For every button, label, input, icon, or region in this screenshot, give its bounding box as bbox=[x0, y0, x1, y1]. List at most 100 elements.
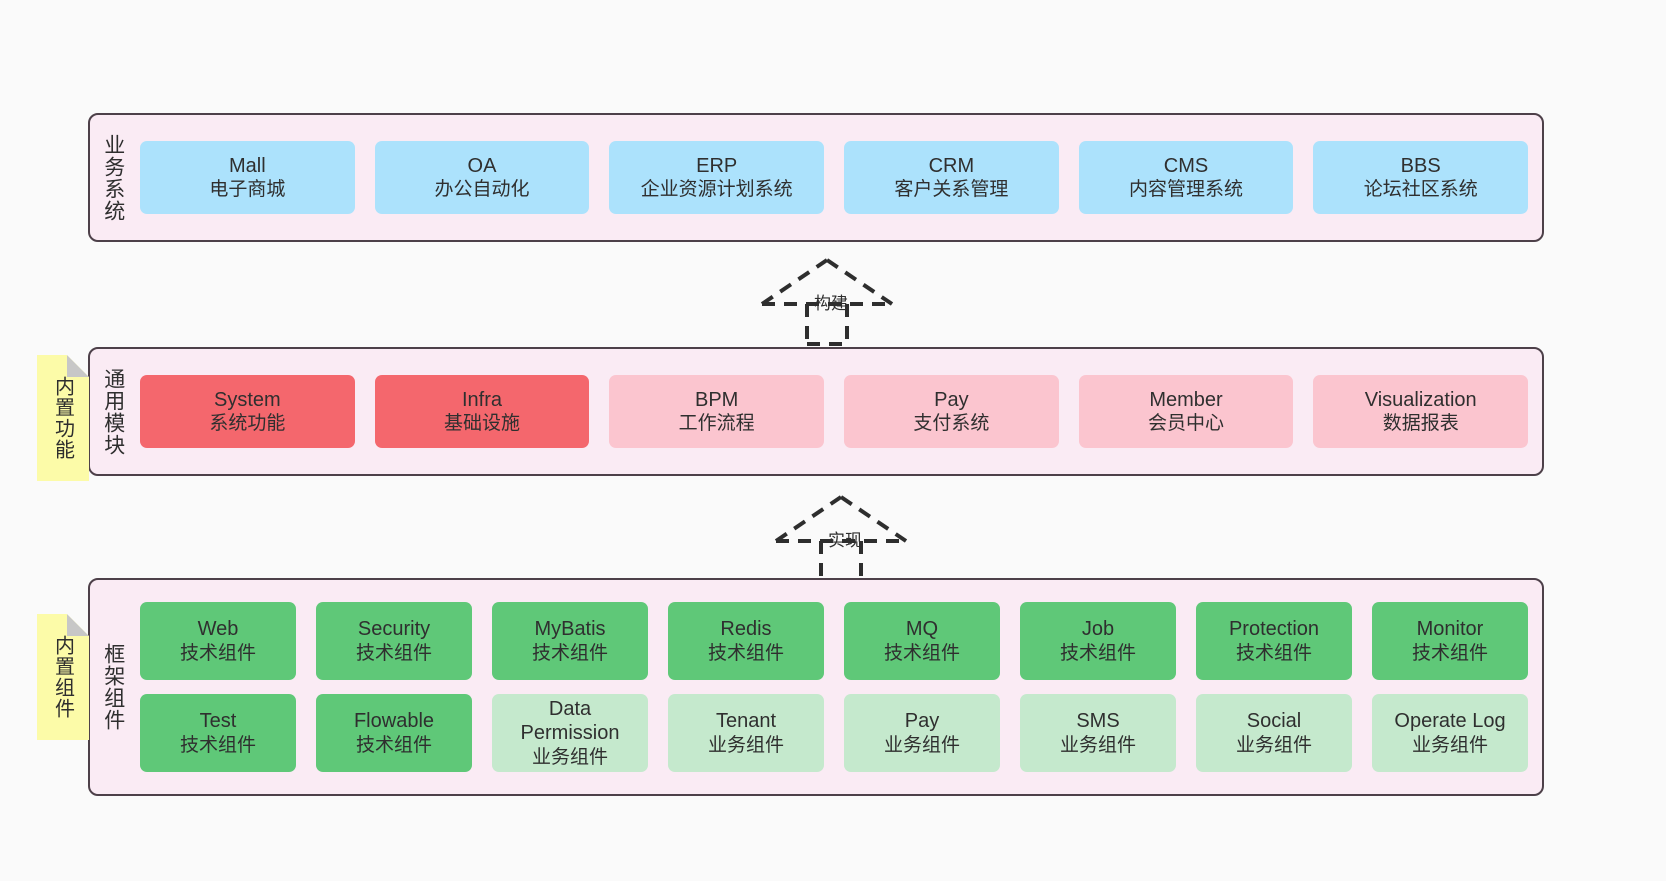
box-title: Tenant bbox=[715, 710, 777, 733]
box-row: Web 技术组件 Security 技术组件 MyBatis 技术组件 Redi… bbox=[140, 602, 1528, 680]
box-title: Pay bbox=[904, 710, 940, 733]
box-title: BPM bbox=[695, 388, 739, 411]
box-subtitle: 办公自动化 bbox=[434, 179, 530, 201]
note-builtin-function[interactable]: 内置功能 bbox=[37, 355, 89, 481]
box-member[interactable]: Member 会员中心 bbox=[1078, 375, 1294, 448]
box-row: Test 技术组件 Flowable 技术组件 Data Permission … bbox=[140, 694, 1528, 772]
box-title: Protection bbox=[1228, 618, 1320, 641]
box-title: BBS bbox=[1400, 154, 1441, 177]
box-row: System 系统功能 Infra 基础设施 BPM 工作流程 Pay 支付系统… bbox=[140, 375, 1529, 448]
box-subtitle: 数据报表 bbox=[1382, 413, 1459, 435]
box-title: Monitor bbox=[1416, 618, 1484, 641]
layer-business-system-title: 业务系统 bbox=[101, 133, 125, 222]
connector-build: 构建 bbox=[752, 252, 932, 346]
box-title: Test bbox=[199, 710, 237, 733]
box-title: Visualization bbox=[1364, 388, 1477, 411]
box-security[interactable]: Security 技术组件 bbox=[316, 602, 472, 680]
box-subtitle: 企业资源计划系统 bbox=[640, 179, 793, 201]
box-system[interactable]: System 系统功能 bbox=[140, 375, 355, 448]
layer-framework-components-body: Web 技术组件 Security 技术组件 MyBatis 技术组件 Redi… bbox=[136, 580, 1542, 794]
box-subtitle: 内容管理系统 bbox=[1129, 179, 1244, 201]
connector-implement-label: 实现 bbox=[828, 531, 862, 550]
box-subtitle: 基础设施 bbox=[444, 413, 521, 435]
box-oa[interactable]: OA 办公自动化 bbox=[374, 141, 590, 214]
box-job[interactable]: Job 技术组件 bbox=[1020, 602, 1176, 680]
box-visualization[interactable]: Visualization 数据报表 bbox=[1313, 375, 1529, 448]
box-cms[interactable]: CMS 内容管理系统 bbox=[1078, 141, 1294, 214]
box-subtitle: 电子商城 bbox=[209, 179, 286, 201]
box-bpm[interactable]: BPM 工作流程 bbox=[609, 375, 825, 448]
connector-build-label: 构建 bbox=[814, 294, 848, 313]
layer-framework-components[interactable]: 框架组件 Web 技术组件 Security 技术组件 MyBatis 技术组件… bbox=[88, 578, 1544, 796]
box-subtitle: 技术组件 bbox=[531, 642, 608, 664]
page-fold-icon bbox=[67, 614, 89, 636]
box-subtitle: 技术组件 bbox=[355, 734, 432, 756]
box-title: System bbox=[213, 388, 281, 411]
box-test[interactable]: Test 技术组件 bbox=[140, 694, 296, 772]
box-subtitle: 技术组件 bbox=[1059, 642, 1136, 664]
box-title: CMS bbox=[1163, 154, 1209, 177]
box-data-permission[interactable]: Data Permission 业务组件 bbox=[492, 694, 648, 772]
box-title: Mall bbox=[229, 154, 266, 177]
layer-framework-components-title: 框架组件 bbox=[101, 643, 125, 731]
box-title: Security bbox=[357, 618, 431, 641]
box-subtitle: 会员中心 bbox=[1148, 413, 1225, 435]
box-subtitle: 业务组件 bbox=[531, 746, 608, 768]
box-redis[interactable]: Redis 技术组件 bbox=[668, 602, 824, 680]
box-title: ERP bbox=[696, 154, 738, 177]
layer-common-modules[interactable]: 通用模块 System 系统功能 Infra 基础设施 BPM 工作流程 Pay… bbox=[88, 347, 1544, 476]
box-subtitle: 技术组件 bbox=[179, 642, 256, 664]
box-monitor[interactable]: Monitor 技术组件 bbox=[1372, 602, 1528, 680]
layer-common-modules-title: 通用模块 bbox=[101, 367, 125, 456]
box-bbs[interactable]: BBS 论坛社区系统 bbox=[1313, 141, 1529, 214]
box-subtitle: 工作流程 bbox=[678, 413, 755, 435]
box-mybatis[interactable]: MyBatis 技术组件 bbox=[492, 602, 648, 680]
box-subtitle: 技术组件 bbox=[179, 734, 256, 756]
layer-business-system[interactable]: 业务系统 Mall 电子商城 OA 办公自动化 ERP 企业资源计划系统 CRM… bbox=[88, 113, 1544, 242]
box-subtitle: 技术组件 bbox=[355, 642, 432, 664]
box-title: Operate Log bbox=[1394, 710, 1506, 733]
box-protection[interactable]: Protection 技术组件 bbox=[1196, 602, 1352, 680]
box-subtitle: 业务组件 bbox=[1235, 734, 1312, 756]
box-operate-log[interactable]: Operate Log 业务组件 bbox=[1372, 694, 1528, 772]
box-subtitle: 支付系统 bbox=[913, 413, 990, 435]
box-erp[interactable]: ERP 企业资源计划系统 bbox=[609, 141, 825, 214]
box-subtitle: 业务组件 bbox=[883, 734, 960, 756]
note-builtin-component[interactable]: 内置组件 bbox=[37, 614, 89, 740]
box-subtitle: 业务组件 bbox=[1411, 734, 1488, 756]
box-sms[interactable]: SMS 业务组件 bbox=[1020, 694, 1176, 772]
box-title: Data Permission bbox=[520, 698, 620, 745]
box-subtitle: 客户关系管理 bbox=[894, 179, 1009, 201]
box-social[interactable]: Social 业务组件 bbox=[1196, 694, 1352, 772]
box-title: SMS bbox=[1076, 710, 1120, 733]
box-subtitle: 技术组件 bbox=[1411, 642, 1488, 664]
box-title: MQ bbox=[905, 618, 939, 641]
box-pay-module[interactable]: Pay 支付系统 bbox=[844, 375, 1059, 448]
note-builtin-function-label: 内置功能 bbox=[51, 376, 74, 460]
box-crm[interactable]: CRM 客户关系管理 bbox=[844, 141, 1059, 214]
box-title: Job bbox=[1081, 618, 1115, 641]
box-subtitle: 业务组件 bbox=[1059, 734, 1136, 756]
box-title: Flowable bbox=[353, 710, 435, 733]
box-pay-component[interactable]: Pay 业务组件 bbox=[844, 694, 1000, 772]
box-title: CRM bbox=[928, 154, 975, 177]
box-subtitle: 技术组件 bbox=[883, 642, 960, 664]
box-subtitle: 技术组件 bbox=[707, 642, 784, 664]
layer-common-modules-body: System 系统功能 Infra 基础设施 BPM 工作流程 Pay 支付系统… bbox=[136, 349, 1542, 474]
box-title: Member bbox=[1149, 388, 1223, 411]
box-mall[interactable]: Mall 电子商城 bbox=[140, 141, 355, 214]
box-flowable[interactable]: Flowable 技术组件 bbox=[316, 694, 472, 772]
box-web[interactable]: Web 技术组件 bbox=[140, 602, 296, 680]
box-infra[interactable]: Infra 基础设施 bbox=[374, 375, 590, 448]
page-fold-icon bbox=[67, 355, 89, 377]
box-title: Social bbox=[1246, 710, 1302, 733]
box-subtitle: 系统功能 bbox=[209, 413, 286, 435]
layer-business-system-body: Mall 电子商城 OA 办公自动化 ERP 企业资源计划系统 CRM 客户关系… bbox=[136, 115, 1542, 240]
box-mq[interactable]: MQ 技术组件 bbox=[844, 602, 1000, 680]
box-tenant[interactable]: Tenant 业务组件 bbox=[668, 694, 824, 772]
box-subtitle: 技术组件 bbox=[1235, 642, 1312, 664]
box-subtitle: 论坛社区系统 bbox=[1363, 179, 1478, 201]
box-subtitle: 业务组件 bbox=[707, 734, 784, 756]
note-builtin-component-label: 内置组件 bbox=[51, 635, 74, 719]
